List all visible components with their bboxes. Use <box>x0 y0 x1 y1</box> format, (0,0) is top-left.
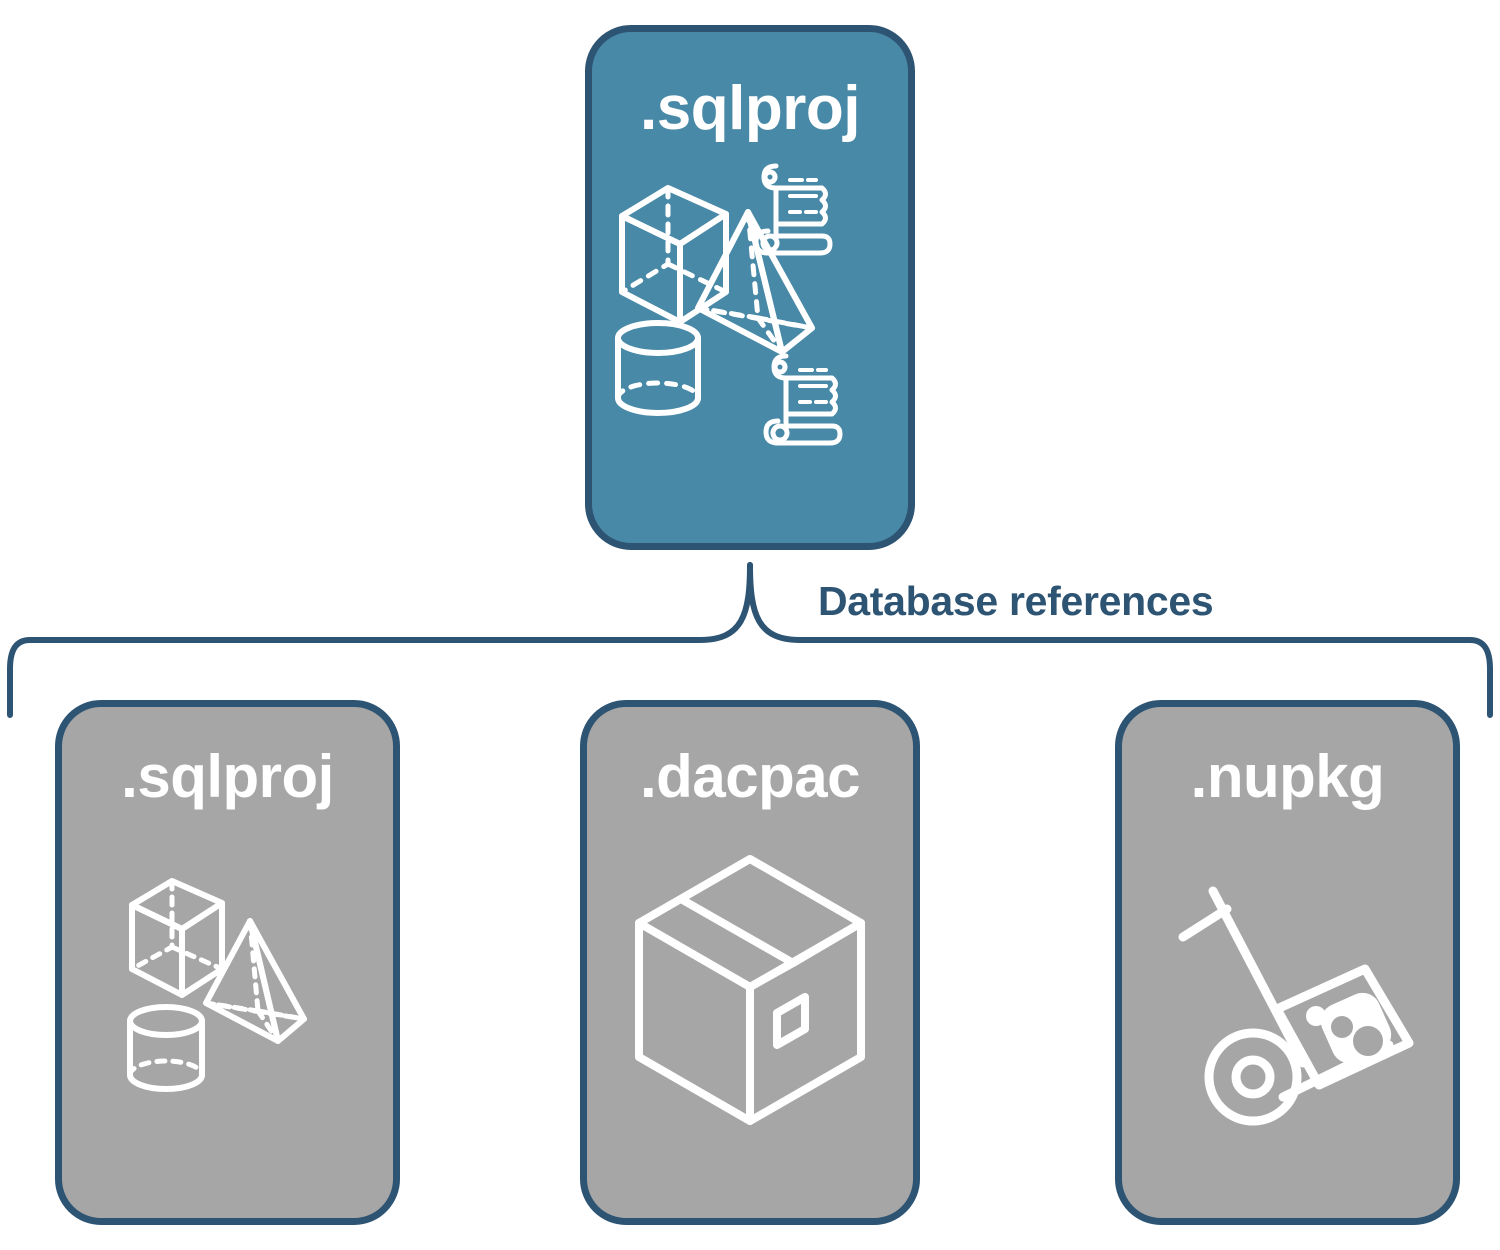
card-ref-sqlproj-artwork <box>62 807 393 1218</box>
nuget-package-icon <box>1272 964 1413 1090</box>
card-root-artwork <box>592 152 908 543</box>
nuget-logo-holes <box>1330 1016 1383 1056</box>
cylinder-icon <box>615 320 701 416</box>
database-references-brace <box>7 562 1493 718</box>
card-root-sqlproj[interactable]: .sqlproj <box>585 25 915 550</box>
card-ref-dacpac[interactable]: .dacpac <box>580 700 920 1225</box>
brace-label-database-references: Database references <box>818 578 1214 624</box>
card-ref-dacpac-title: .dacpac <box>640 743 860 810</box>
cylinder-icon <box>126 1004 205 1092</box>
card-ref-sqlproj[interactable]: .sqlproj <box>55 700 400 1225</box>
card-ref-nupkg[interactable]: .nupkg <box>1115 700 1460 1225</box>
pyramid-icon <box>695 209 815 355</box>
card-ref-nupkg-artwork <box>1122 807 1453 1218</box>
script-scroll-icon <box>753 163 833 256</box>
cube-icon <box>619 185 729 325</box>
card-root-title: .sqlproj <box>640 74 860 143</box>
card-ref-sqlproj-title: .sqlproj <box>121 743 334 810</box>
script-scroll-icon <box>763 353 843 446</box>
pyramid-icon <box>202 918 307 1044</box>
cube-icon <box>128 878 225 998</box>
card-ref-dacpac-artwork <box>587 807 913 1218</box>
card-ref-nupkg-title: .nupkg <box>1190 743 1385 810</box>
shipping-box-icon <box>635 855 865 1125</box>
